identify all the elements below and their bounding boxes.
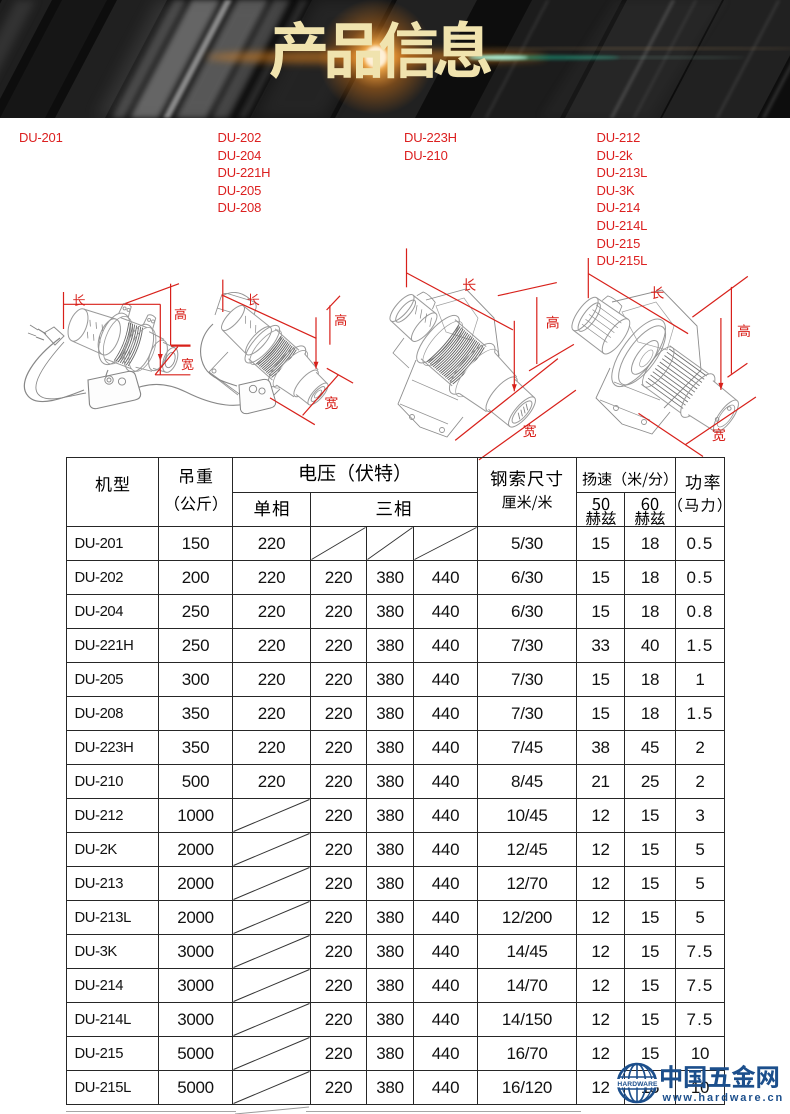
svg-text:www.hardware.cn: www.hardware.cn (662, 1092, 785, 1104)
svg-text:HARDWARE: HARDWARE (617, 1081, 658, 1088)
